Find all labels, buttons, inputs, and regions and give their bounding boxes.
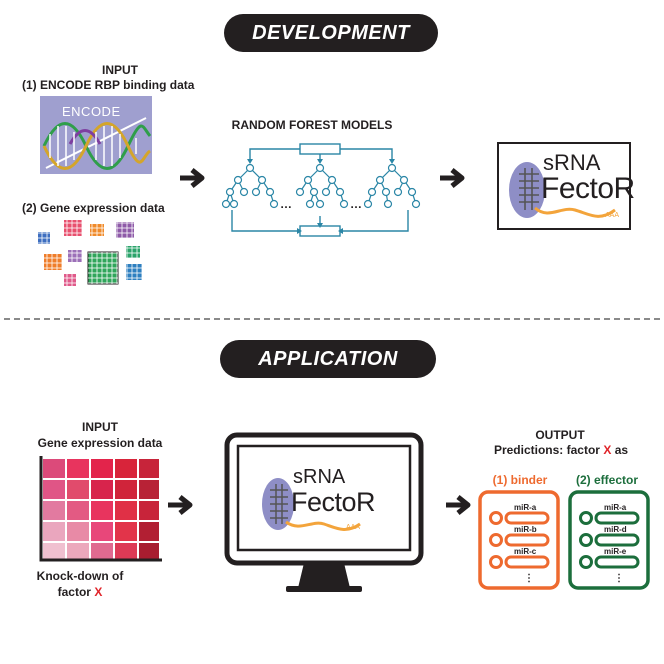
ellipsis-2: …	[350, 197, 362, 211]
effector-box: miR-a miR-d miR-e ⋮	[568, 490, 650, 590]
random-forest-title: RANDOM FOREST MODELS	[231, 118, 393, 132]
logo-aaa-text: AAA	[605, 212, 620, 219]
section-divider	[4, 318, 660, 320]
dev-input-header: INPUT	[102, 63, 138, 77]
dev-input1-label: (1) ENCODE RBP binding data	[22, 78, 195, 92]
binder-mir-1: miR-a	[514, 503, 537, 512]
arrow-right-icon	[180, 168, 205, 188]
effector-label: (2) effector	[575, 473, 638, 487]
app-input-sub: Gene expression data	[37, 436, 163, 450]
monitor-logo-aaa-text: AAA	[346, 524, 361, 531]
predictions-factor-x: X	[603, 443, 612, 457]
logo-fector-text: FectoR	[541, 172, 635, 205]
arrow-right-icon	[446, 495, 471, 515]
encode-image: ENCODE	[40, 96, 152, 174]
knockdown-factor-text: factor	[57, 585, 91, 599]
effector-mir-1: miR-a	[604, 503, 627, 512]
application-title: APPLICATION	[220, 340, 436, 378]
random-forest-diagram: … …	[221, 143, 421, 237]
arrow-right-icon	[168, 495, 193, 515]
effector-mir-2: miR-d	[604, 525, 627, 534]
logo-srna-text: sRNA	[543, 150, 601, 175]
predictions-suffix: as	[614, 443, 629, 457]
effector-more: ⋮	[614, 573, 624, 584]
dev-input2-label: (2) Gene expression data	[22, 201, 165, 215]
srna-fector-logo-icon	[509, 162, 616, 218]
effector-mir-3: miR-e	[604, 547, 627, 556]
srna-fector-logo-box: sRNA FectoR AAA	[497, 142, 635, 230]
predictions-label: Predictions: factor X as	[466, 443, 656, 458]
binder-label: (1) binder	[492, 473, 548, 487]
factor-x-symbol: X	[94, 585, 103, 599]
binder-more: ⋮	[524, 573, 534, 584]
monitor-logo-fector-text: FectoR	[291, 487, 376, 517]
predictions-prefix: Predictions: factor	[493, 443, 600, 457]
computer-monitor-icon	[224, 432, 424, 592]
dna-helix-icon	[42, 117, 152, 170]
development-title: DEVELOPMENT	[224, 14, 438, 52]
ellipsis-1: …	[280, 197, 292, 211]
binder-box: miR-a miR-b miR-c ⋮	[478, 490, 560, 590]
arrow-right-icon	[440, 168, 465, 188]
knockdown-label-line2: factor X	[20, 585, 140, 600]
output-header: OUTPUT	[535, 428, 585, 442]
encode-logo-text: ENCODE	[62, 104, 121, 119]
knockdown-heatmap	[39, 456, 162, 562]
binder-mir-2: miR-b	[514, 525, 537, 534]
gene-expression-heatmaps	[38, 220, 142, 286]
binder-mir-3: miR-c	[514, 547, 537, 556]
monitor-logo-srna-text: sRNA	[293, 466, 346, 488]
app-input-header: INPUT	[82, 420, 118, 434]
knockdown-label-line1: Knock-down of	[36, 569, 124, 583]
